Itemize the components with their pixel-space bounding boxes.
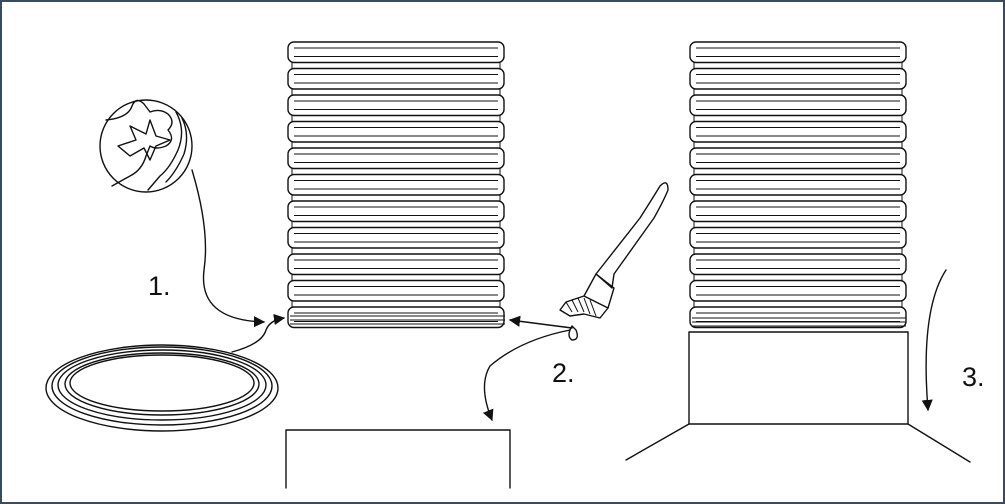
pipe-rib: [287, 120, 505, 143]
pipe-valley: [693, 168, 903, 175]
pipe-valley: [693, 194, 903, 202]
sealing-ring-icon: [45, 344, 279, 432]
pipe-rib: [287, 253, 505, 276]
pipe-valley: [693, 141, 903, 149]
pipe-valley: [291, 194, 501, 202]
pipe-valley: [291, 247, 501, 255]
step-label-1: 1.: [148, 271, 171, 301]
pipe-rib: [287, 94, 505, 117]
brush-icon: [559, 182, 669, 341]
pipe-valley: [291, 115, 501, 122]
pipe-rib: [287, 279, 505, 302]
pipe-valley: [693, 300, 903, 308]
pipe-rib: [287, 147, 505, 170]
pipe-rib: [689, 67, 907, 90]
pipe-valley: [693, 62, 903, 69]
pipe-valley: [693, 88, 903, 96]
pipe-valley: [291, 168, 501, 175]
pipe-rib: [287, 306, 505, 329]
seal-profile-detail-icon: [99, 99, 193, 193]
pipe-rib: [689, 253, 907, 276]
pipe-valley: [693, 115, 903, 122]
corrugated-pipe-right: [689, 41, 907, 329]
socket-icon: [625, 331, 971, 463]
pipe-rib: [689, 41, 907, 64]
pipe-valley: [291, 88, 501, 96]
corrugated-pipe-left: [287, 41, 505, 329]
pipe-valley: [291, 221, 501, 228]
pipe-rib: [689, 173, 907, 196]
pipe-rib: [689, 94, 907, 117]
pipe-rib: [689, 279, 907, 302]
pipe-rib: [287, 226, 505, 249]
pipe-valley: [693, 221, 903, 228]
seal-groove-right: [692, 317, 906, 327]
pipe-rib: [689, 306, 907, 329]
pipe-valley: [693, 274, 903, 281]
seal-groove-left: [290, 315, 505, 325]
socket-left: [285, 429, 511, 489]
pipe-rib: [287, 200, 505, 223]
pipe-valley: [291, 141, 501, 149]
pipe-valley: [693, 247, 903, 255]
pipe-rib: [287, 41, 505, 64]
pipe-rib: [689, 147, 907, 170]
pipe-rib: [689, 120, 907, 143]
step-label-3: 3.: [962, 362, 985, 392]
pipe-valley: [291, 62, 501, 69]
pipe-valley: [291, 274, 501, 281]
step-label-2: 2.: [552, 358, 575, 388]
pipe-rib: [689, 226, 907, 249]
pipe-rib: [689, 200, 907, 223]
pipe-rib: [287, 173, 505, 196]
pipe-valley: [291, 300, 501, 308]
pipe-rib: [287, 67, 505, 90]
